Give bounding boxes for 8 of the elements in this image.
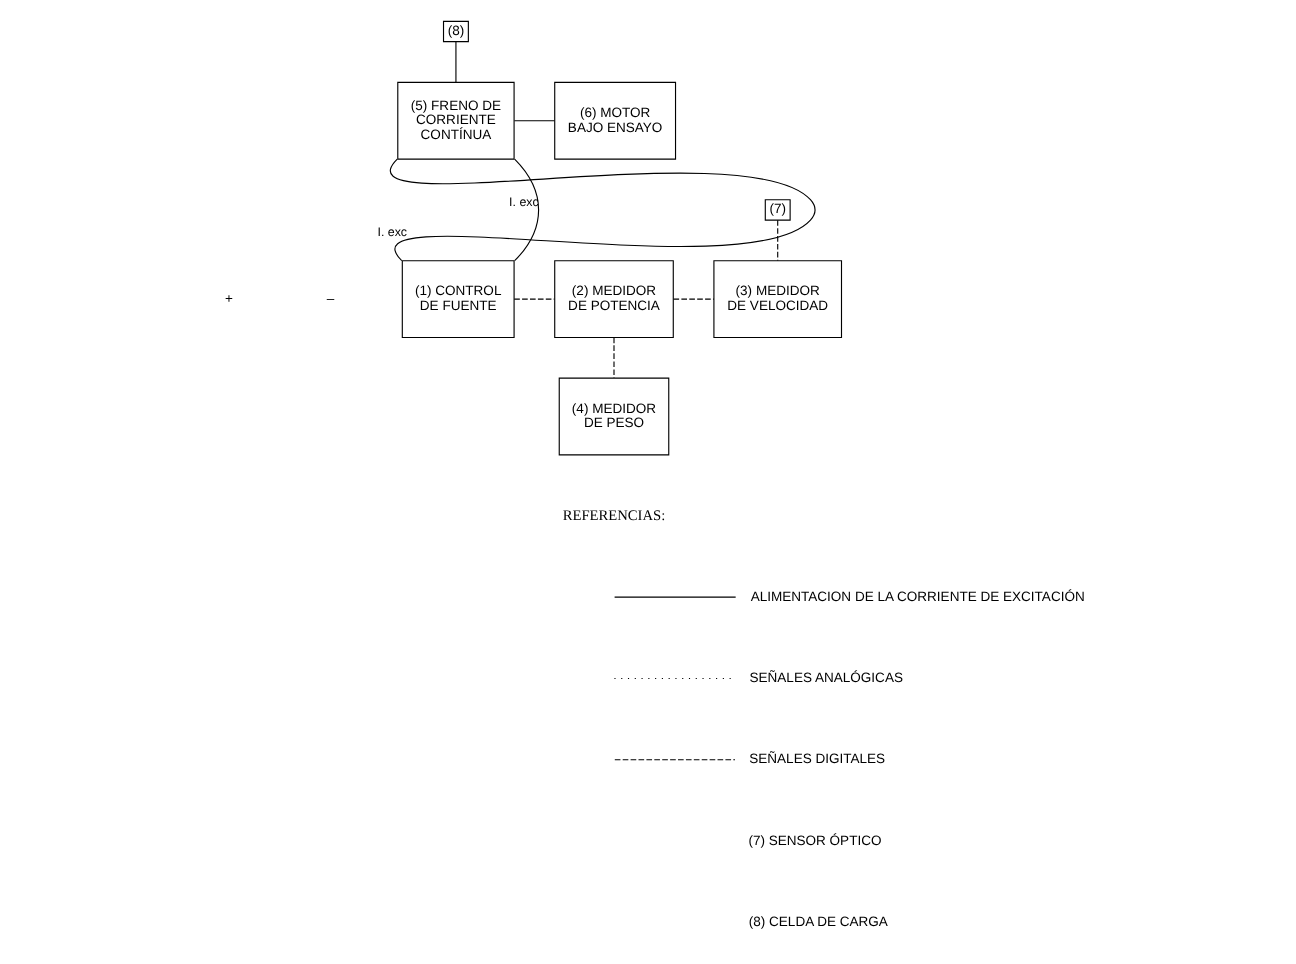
connector <box>512 120 555 122</box>
connector <box>776 219 778 261</box>
connector <box>513 158 539 262</box>
connector <box>454 41 456 83</box>
connector <box>388 158 815 262</box>
connector <box>671 298 714 300</box>
connector <box>612 337 614 379</box>
connector <box>512 298 554 300</box>
